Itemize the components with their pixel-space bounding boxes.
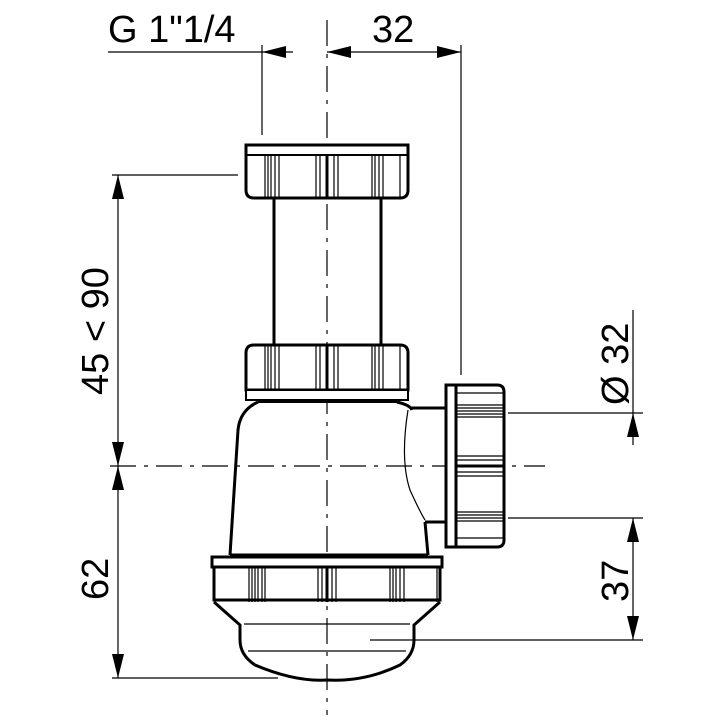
bottle-cap <box>213 600 441 682</box>
dimension-outlet-height: 37 <box>370 517 643 641</box>
tube <box>272 198 383 345</box>
outlet-nut <box>444 383 506 549</box>
middle-nut <box>244 343 410 401</box>
dimension-outlet-diameter: Ø 32 <box>508 310 643 445</box>
dimension-thread: G 1"1/4 <box>108 9 293 135</box>
thread-label: G 1"1/4 <box>108 9 236 51</box>
dimension-height-adjust: 45 < 90 <box>75 174 238 466</box>
dimension-lower-height: 62 <box>75 466 278 679</box>
top-nut <box>244 143 410 200</box>
offset-label: 32 <box>372 9 414 51</box>
bottom-nut <box>210 555 444 602</box>
dimension-offset: 32 <box>327 9 462 375</box>
height-adjust-label: 45 < 90 <box>75 267 117 395</box>
lower-height-label: 62 <box>75 558 117 600</box>
outlet-diameter-label: Ø 32 <box>595 323 637 405</box>
bottle-body <box>228 400 446 557</box>
outlet-height-label: 37 <box>595 560 637 602</box>
